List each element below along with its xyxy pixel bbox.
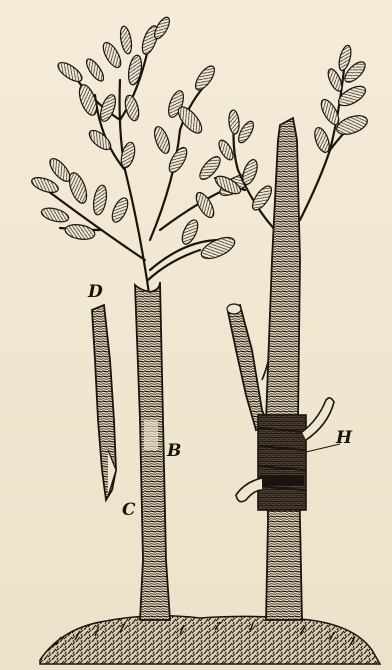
right-tree-side-leaves — [213, 110, 275, 213]
label-h-pointer — [306, 444, 340, 452]
graft-binding — [236, 398, 334, 510]
scion-cutting — [92, 305, 116, 500]
label-c: C — [122, 500, 136, 520]
left-tree — [30, 15, 253, 620]
ground — [40, 616, 380, 664]
right-tree-top-branch — [300, 60, 358, 220]
stub-cut — [227, 304, 241, 314]
label-d: D — [88, 282, 103, 302]
left-tree-leaves — [30, 15, 253, 263]
right-tree — [213, 44, 370, 620]
label-b: B — [167, 441, 181, 461]
left-tree-trunk — [135, 282, 170, 620]
left-trunk-highlight — [144, 420, 158, 450]
label-h: H — [336, 428, 352, 448]
right-tree-stub — [228, 305, 268, 430]
